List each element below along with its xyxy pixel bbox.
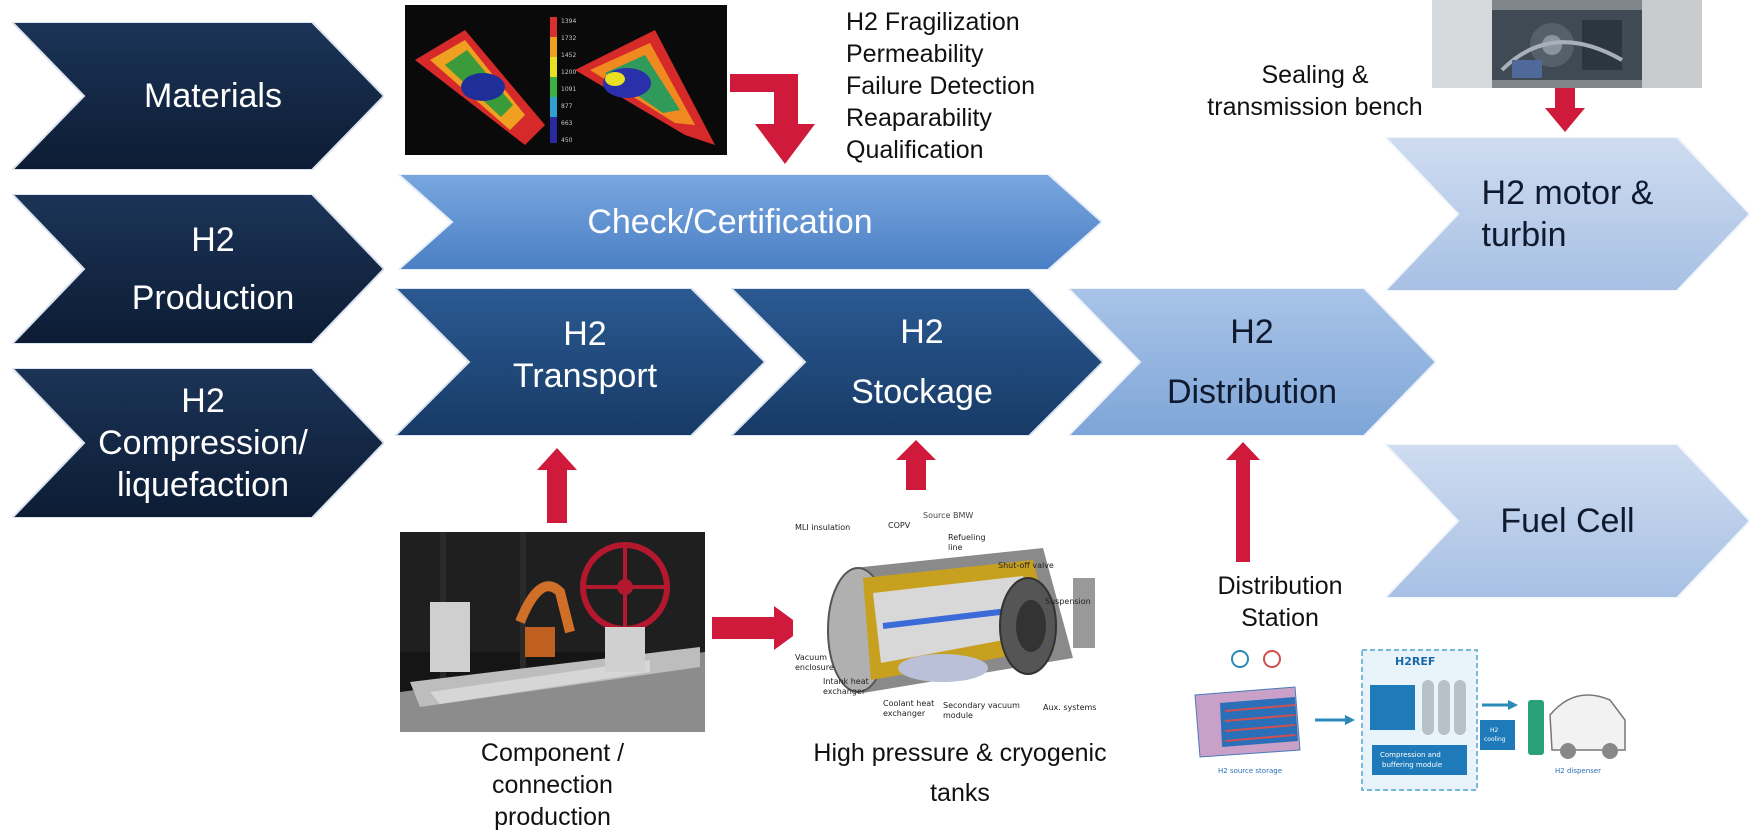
heatmap-scale-tick: 1394 — [561, 18, 576, 25]
tank-callout: Refueling — [948, 533, 986, 542]
tank-source-label: Source BMW — [923, 511, 973, 520]
fuel-cell-label: Fuel Cell — [1500, 501, 1635, 540]
tank-callout: Secondary vacuum — [943, 701, 1020, 710]
tank-callout: COPV — [888, 521, 911, 530]
down-arrow-motor — [1545, 88, 1585, 132]
tank-callout: module — [943, 711, 973, 720]
station-label-buffering: buffering module — [1382, 761, 1442, 769]
station-label-source-storage: H2 source storage — [1218, 767, 1282, 775]
up-arrow-stockage — [896, 440, 936, 490]
component-production-image — [400, 532, 705, 732]
tank-cutaway-image: Source BMW MLI insulation COPV Refueling… — [793, 508, 1108, 728]
station-label-compression: Compression and — [1380, 751, 1441, 759]
heatmap-scale-tick: 663 — [561, 120, 573, 127]
materials-chevron: Materials — [12, 22, 384, 170]
materials-properties-list: H2 Fragilization Permeability Failure De… — [846, 8, 1035, 164]
tank-callout: MLI insulation — [795, 523, 850, 532]
tank-callout: Shut-off valve — [998, 561, 1054, 570]
distribution-station-image: H2REF Compression and buffering module H… — [1190, 645, 1630, 795]
tank-callout: enclosure — [795, 663, 834, 672]
distribution-station-caption: Distribution Station — [1217, 572, 1343, 632]
fuel-cell-chevron: Fuel Cell — [1385, 444, 1750, 598]
heatmap-scale-tick: 1091 — [561, 86, 576, 93]
component-production-caption: Component / connection production — [480, 739, 625, 831]
tank-callout: Coolant heat — [883, 699, 934, 708]
materials-heatmap-image: 1394 1732 1452 1200 1091 877 663 450 — [405, 5, 727, 155]
station-label-cooling: cooling — [1484, 736, 1506, 743]
tank-callout: Suspension — [1045, 597, 1091, 606]
station-label-h2: H2 — [1490, 727, 1499, 734]
check-certification-chevron: Check/Certification — [398, 174, 1102, 270]
elbow-arrow — [730, 74, 830, 164]
heatmap-scale-tick: 877 — [561, 103, 573, 110]
tank-callout: Intank heat — [823, 677, 869, 686]
station-label-dispenser: H2 dispenser — [1555, 767, 1601, 775]
tank-callout: Vacuum — [795, 653, 827, 662]
tank-callout: Aux. systems — [1043, 703, 1096, 712]
sealing-bench-caption: Sealing & transmission bench — [1207, 61, 1423, 121]
up-arrow-transport — [537, 448, 577, 523]
tank-callout: line — [948, 543, 963, 552]
station-label-h2ref: H2REF — [1395, 655, 1435, 668]
tank-callout: exchanger — [883, 709, 926, 718]
sealing-bench-image — [1432, 0, 1702, 88]
tanks-caption: High pressure & cryogenic tanks — [813, 739, 1107, 807]
up-arrow-distribution — [1226, 442, 1260, 562]
heatmap-scale-tick: 450 — [561, 137, 573, 144]
heatmap-scale-tick: 1732 — [561, 35, 576, 42]
tank-callout: exchanger — [823, 687, 866, 696]
h2-motor-label: H2 motor &turbin — [1481, 174, 1654, 254]
heatmap-scale-tick: 1452 — [561, 52, 576, 59]
h2-motor-chevron: H2 motor &turbin — [1385, 137, 1750, 291]
right-arrow-component-to-tank — [712, 606, 804, 650]
heatmap-scale-tick: 1200 — [561, 69, 576, 76]
check-certification-label: Check/Certification — [587, 202, 873, 241]
materials-label: Materials — [144, 76, 282, 115]
